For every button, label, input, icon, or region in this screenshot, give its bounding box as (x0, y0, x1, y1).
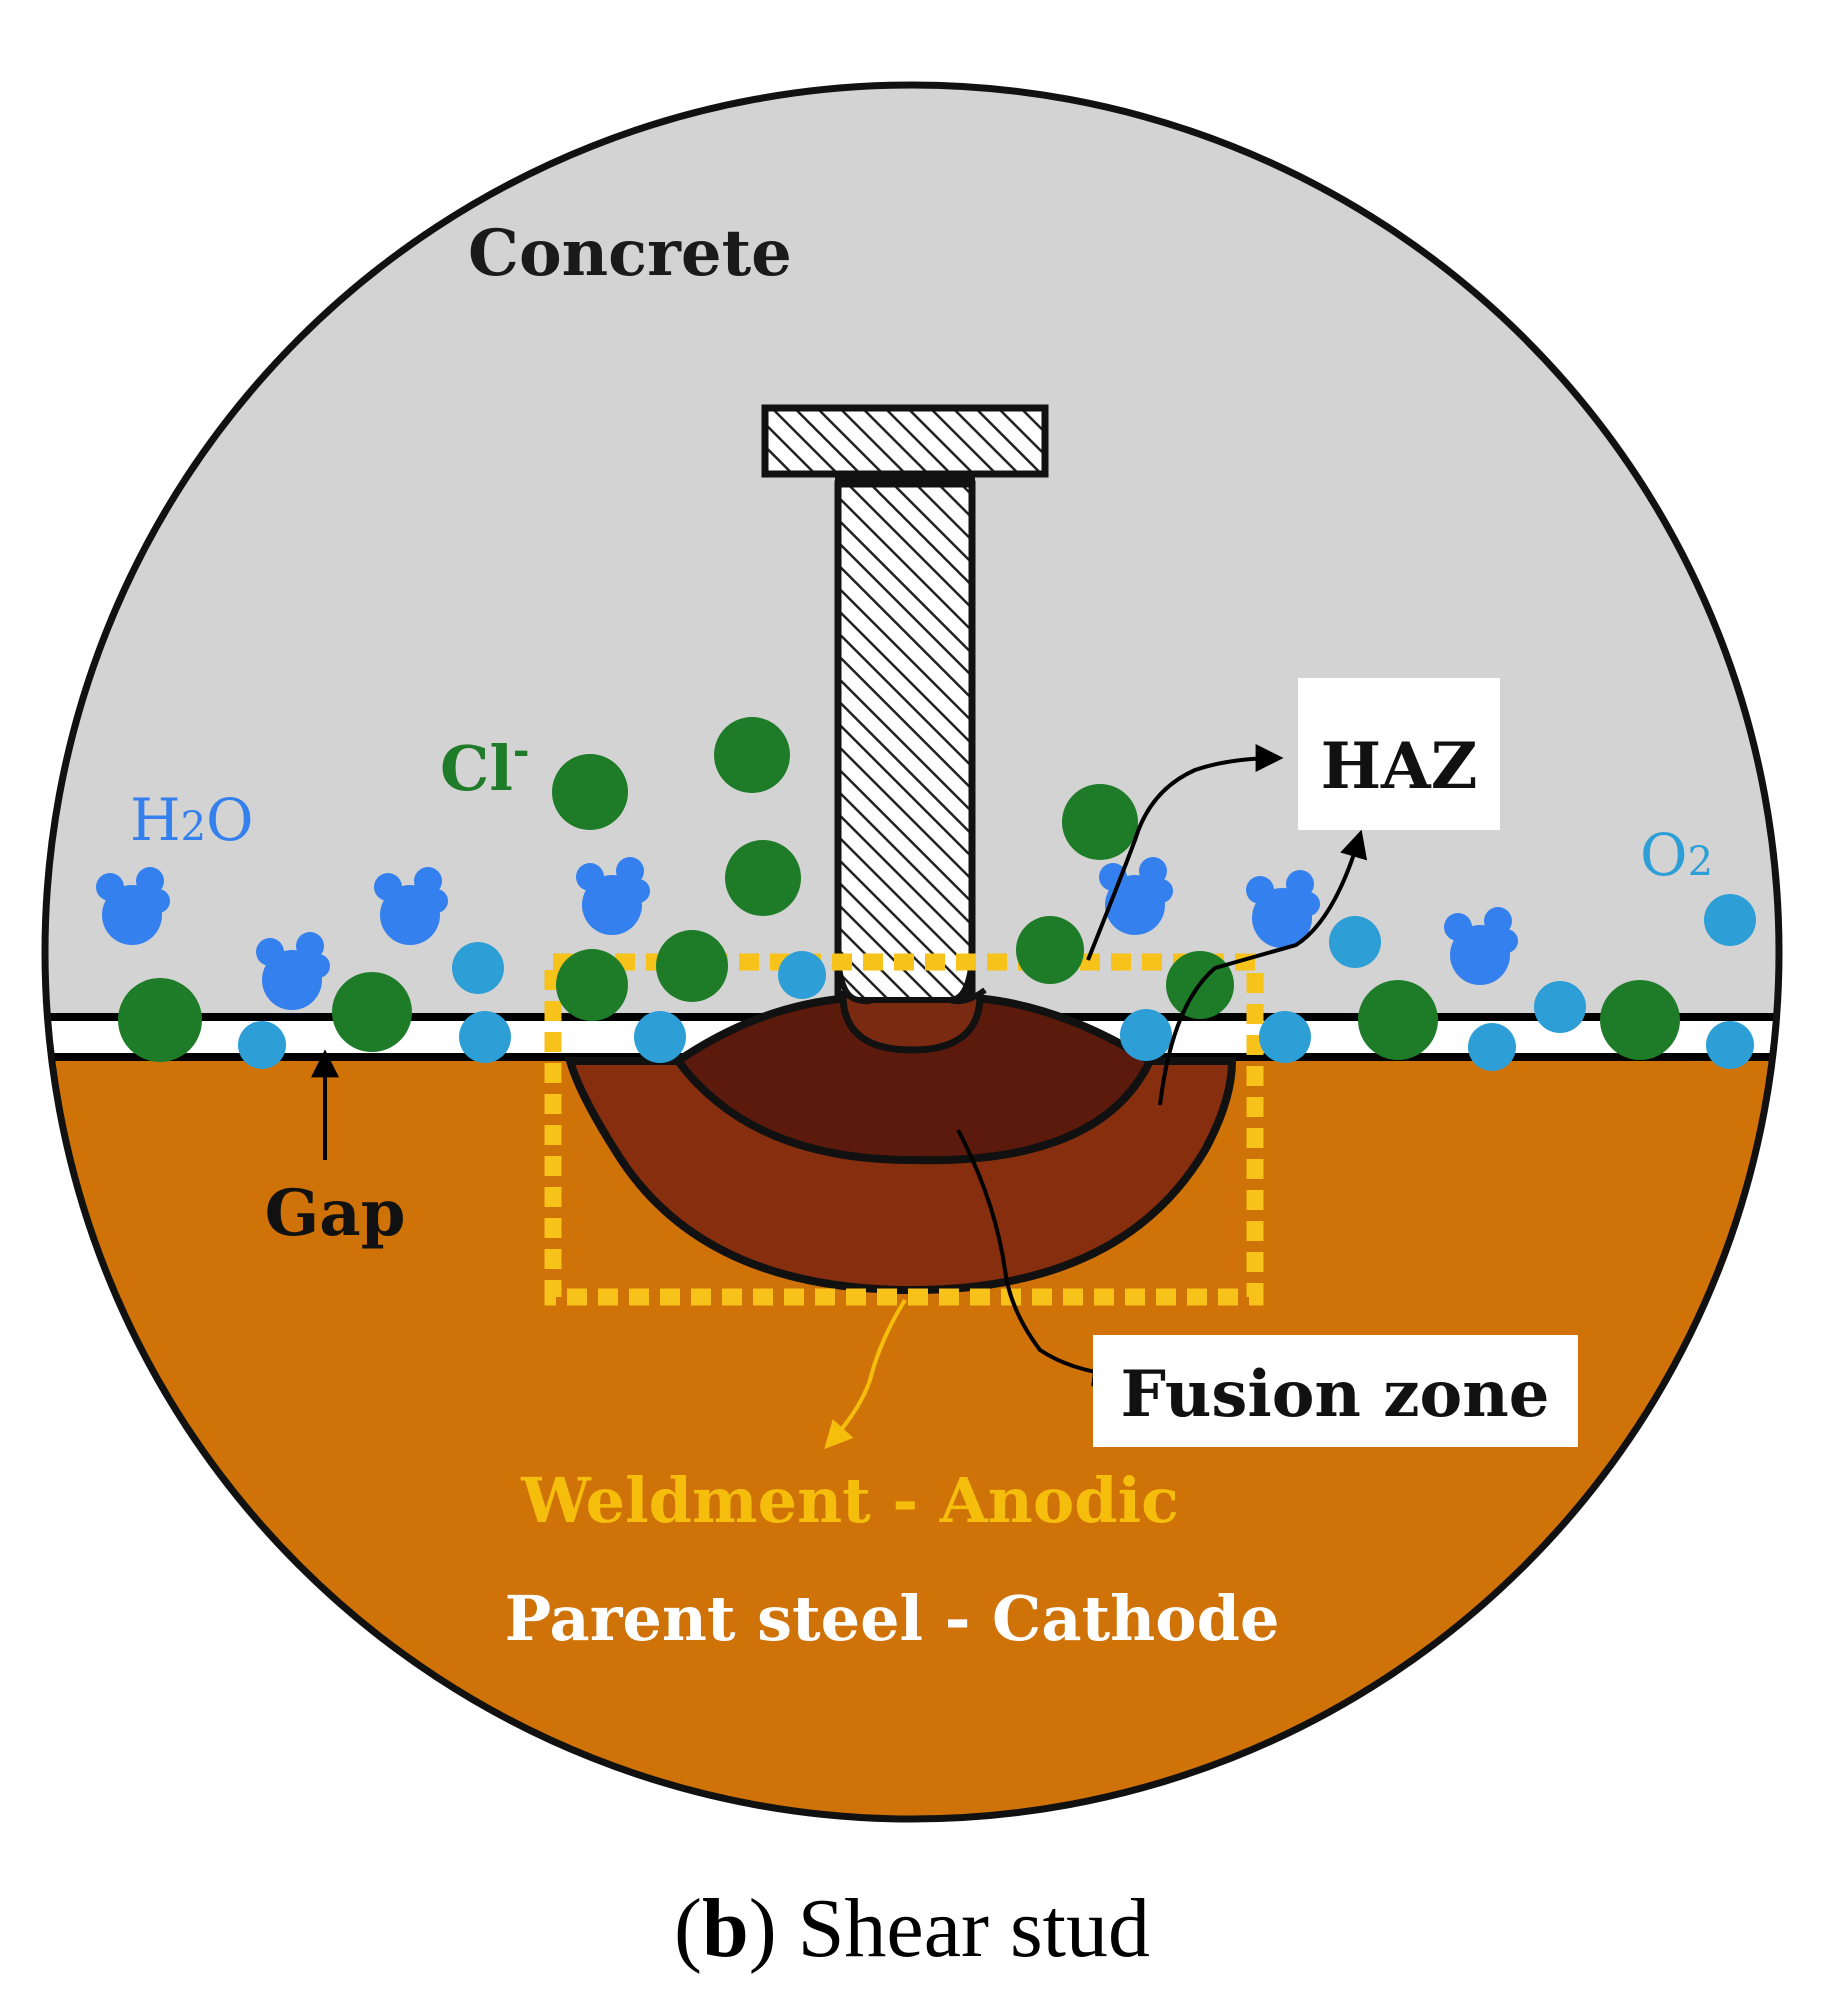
oxygen-molecule-5 (778, 951, 826, 999)
stud-head (761, 404, 1049, 478)
stud-shank (834, 480, 976, 998)
oxygen-molecule-12 (1706, 1021, 1754, 1069)
water-molecule-1 (96, 867, 170, 945)
o2-label: O2 (1640, 821, 1713, 889)
chloride-ion-6 (556, 949, 628, 1021)
chloride-ion-7 (656, 930, 728, 1002)
oxygen-molecule-10 (1534, 981, 1586, 1033)
oxygen-molecule-7 (1259, 1011, 1311, 1063)
haz-arrow-upper (1086, 744, 1284, 961)
weldment-anodic-box (544, 953, 1264, 1306)
fusion-zone-arrow (956, 1129, 1121, 1387)
detail-circle-outline (41, 81, 1783, 1823)
oxygen-molecule-2 (452, 942, 504, 994)
caption-open: ( (674, 1882, 702, 1975)
chloride-label: Cl- (440, 727, 530, 805)
chloride-ion-3 (552, 754, 628, 830)
fusion-zone (672, 994, 1156, 1165)
concrete-label: Concrete (468, 216, 792, 291)
fusion-zone-label-box (1093, 1335, 1578, 1447)
parent-steel-label: Parent steel - Cathode (505, 1582, 1280, 1655)
chloride-ion-4 (714, 717, 790, 793)
caption-text: Shear stud (776, 1882, 1150, 1975)
chloride-ion-11 (1358, 980, 1438, 1060)
chloride-ion-1 (118, 978, 202, 1062)
weldment-label: Weldment - Anodic (520, 1464, 1179, 1537)
particles-layer (96, 717, 1756, 1071)
haz-label: HAZ (1321, 729, 1478, 804)
water-molecule-7 (1444, 907, 1518, 985)
chloride-ion-2 (332, 972, 412, 1052)
chloride-ion-9 (1062, 784, 1138, 860)
caption-close: ) (748, 1882, 777, 1975)
stud-neck (835, 474, 975, 484)
oxygen-molecule-4 (634, 1011, 686, 1063)
fusion-zone-label: Fusion zone (1121, 1357, 1550, 1432)
haz-label-box (1298, 678, 1500, 830)
figure-caption: (b) Shear stud (0, 1880, 1824, 1977)
water-molecule-6 (1246, 870, 1320, 948)
water-molecule-3 (374, 867, 448, 945)
stud-weld-collar (839, 997, 984, 1054)
chloride-ion-8 (1016, 916, 1084, 984)
water-molecule-4 (576, 857, 650, 935)
weldment-arrow (824, 1298, 907, 1450)
chloride-ion-12 (1600, 980, 1680, 1060)
chloride-ion-5 (725, 840, 801, 916)
shear-stud-diagram: Concrete H2O Cl- O2 HAZ Gap Fusion zone … (41, 81, 1783, 1823)
oxygen-molecule-11 (1704, 894, 1756, 946)
haz-arrow-lower (1158, 829, 1368, 1106)
caption-letter: b (701, 1882, 749, 1975)
oxygen-molecule-9 (1468, 1023, 1516, 1071)
oxygen-molecule-6 (1120, 1009, 1172, 1061)
oxygen-molecule-8 (1329, 916, 1381, 968)
oxygen-molecule-1 (238, 1021, 286, 1069)
gap-label: Gap (265, 1176, 406, 1251)
water-molecule-2 (256, 932, 330, 1010)
oxygen-molecule-3 (459, 1011, 511, 1063)
h2o-label: H2O (130, 786, 254, 854)
